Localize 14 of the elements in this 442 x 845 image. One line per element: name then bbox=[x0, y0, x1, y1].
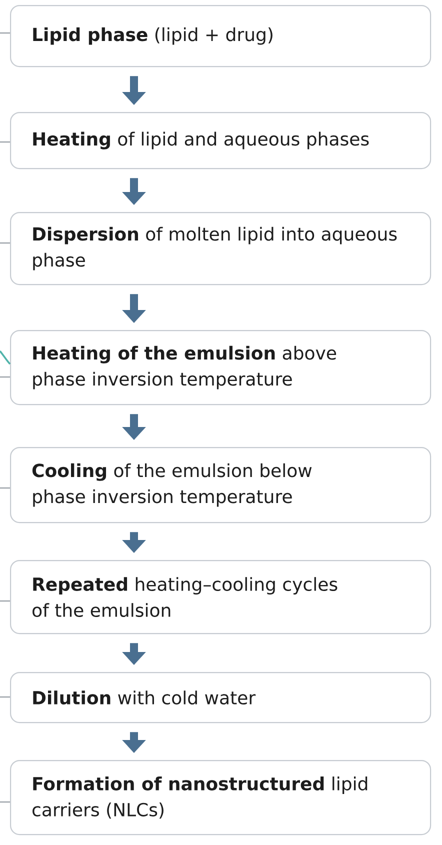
process-box: Dilution with cold water bbox=[10, 672, 432, 724]
connector-line bbox=[0, 600, 10, 602]
process-box: Lipid phase (lipid + drug) bbox=[10, 5, 432, 68]
process-box: Dispersion of molten lipid into aqueous phase bbox=[10, 212, 432, 286]
process-box: Repeated heating–cooling cycles of the emulsion bbox=[10, 560, 432, 634]
process-box: Cooling of the emulsion below phase inversion temperature bbox=[10, 447, 432, 524]
connector-line bbox=[0, 376, 10, 378]
connector-line bbox=[0, 350, 11, 365]
connector-line bbox=[0, 32, 10, 34]
connector-line bbox=[0, 242, 10, 244]
process-box: Heating of the emulsion above phase inversion temperature bbox=[10, 330, 432, 406]
connector-line bbox=[0, 696, 10, 698]
process-box: Heating of lipid and aqueous phases bbox=[10, 112, 432, 170]
process-box: Formation of nanostructured lipid carriers (NLCs) bbox=[10, 760, 432, 836]
